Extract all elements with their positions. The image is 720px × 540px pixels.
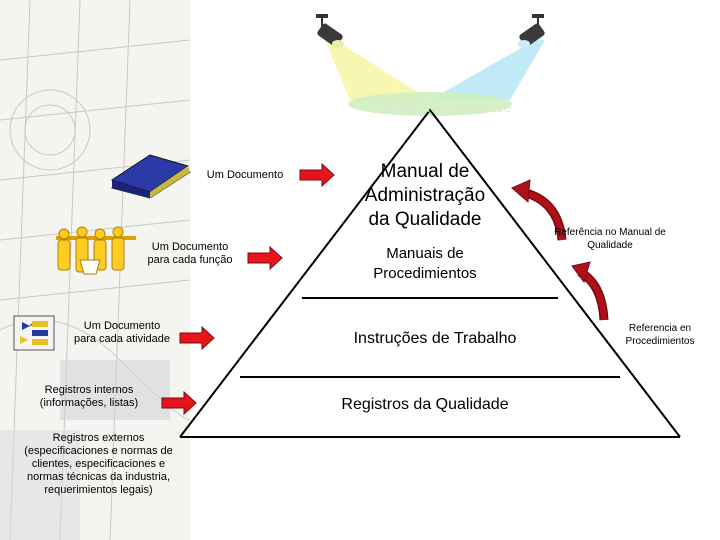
label-document-per-function: Um Documento para cada função [147,241,233,266]
label-internal-records: Registros internos (informações, listas) [39,384,139,409]
flowchart-icon [13,315,55,351]
arrow-2 [247,245,283,271]
light-spot [348,92,512,116]
light-beam-left [325,40,430,100]
curved-arrow-manual [511,179,567,241]
label-external-records: Registros externos (especificaciones e n… [24,432,173,496]
label-reference-procedures: Referencia en Procedimientos [625,323,695,347]
tier-manual: Manual de Administração da Qualidade [364,161,486,230]
spotlight-right-icon [518,14,545,48]
spotlight-left-icon [316,14,344,48]
tier-quality-records: Registros da Qualidade [341,396,509,413]
book-icon [110,154,192,199]
arrow-1 [299,162,335,188]
background-sketch [0,0,190,540]
arrow-4 [161,390,197,416]
tier-procedures: Manuais de Procedimientos [373,245,477,282]
background-sketch-drawing [0,0,190,540]
arrow-3 [179,325,215,351]
curved-arrow-procedures [571,261,609,321]
label-reference-manual: Referência no Manual de Qualidade [554,227,666,251]
light-beam-right [430,40,545,100]
pyramid-outline [179,108,681,438]
people-icon [56,226,136,275]
label-document-per-activity: Um Documento para cada atividade [73,320,170,345]
tier-work-instructions: Instruções de Trabalho [353,330,517,347]
label-one-document: Um Documento [206,169,284,181]
quality-policy-title: Política da Qualidade [368,99,512,115]
